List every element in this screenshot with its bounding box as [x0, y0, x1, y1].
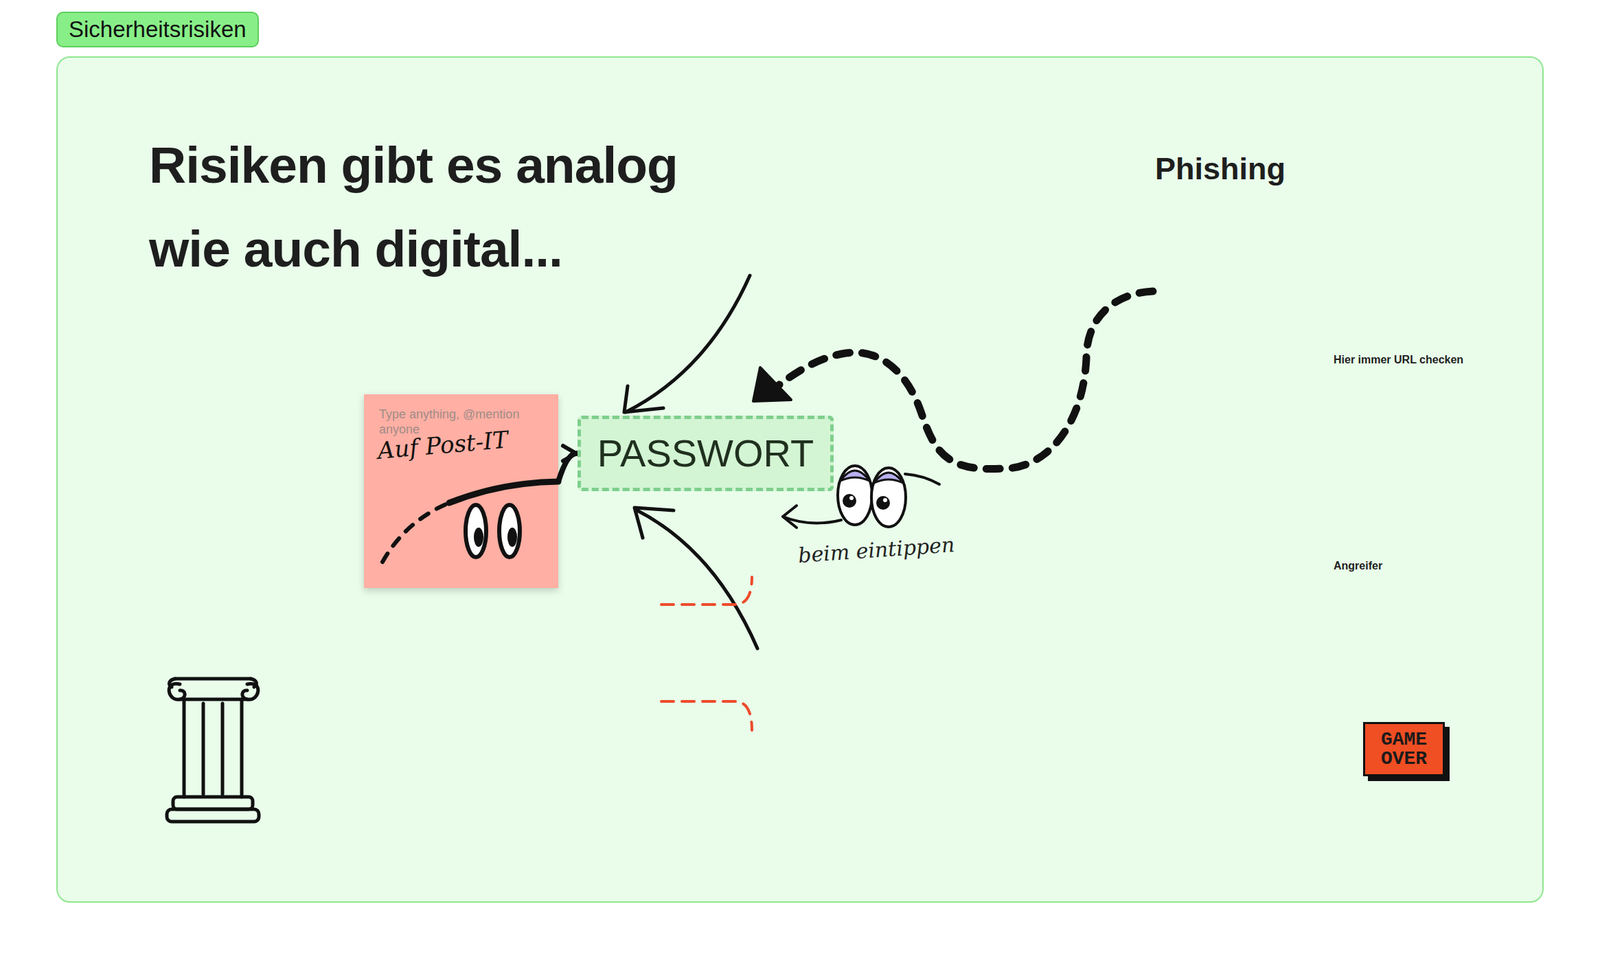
section-heading-holder: Phishing	[1155, 150, 1286, 188]
frame-ground	[56, 56, 1544, 902]
handwritten-label-holder: beim eintippen	[797, 537, 955, 563]
sticky-paper	[363, 394, 559, 588]
bottom-arrow	[634, 507, 758, 649]
note-text: Angreifer	[1333, 558, 1383, 573]
game-over-text: GAME OVER	[1375, 729, 1434, 769]
note-text: Hier immer URL checken	[1333, 352, 1464, 367]
section-heading: Phishing	[1155, 150, 1286, 188]
red-brackets	[661, 576, 752, 730]
handwritten-note-holder: Auf Post-IT	[377, 436, 509, 465]
title-holder: Risiken gibt es analog wie auch digital.…	[149, 122, 740, 291]
sticky-note: Type anything, @mention anyoneAuf Post-I…	[363, 394, 559, 588]
column-icon	[166, 678, 259, 822]
password-box: PASSWORT	[577, 415, 834, 491]
password-text: PASSWORT	[597, 431, 814, 476]
arrow-head	[563, 445, 577, 461]
note-text-holder: Angreifer	[1333, 558, 1383, 573]
frame-tag-holder: Sicherheitsrisiken	[56, 11, 259, 48]
game-over-sticker: GAME OVER	[1363, 721, 1445, 776]
handwritten-label: beim eintippen	[797, 532, 956, 568]
note-text-holder: Hier immer URL checken	[1333, 352, 1464, 367]
sticky-doodle	[382, 481, 559, 562]
slide-title: Risiken gibt es analog wie auch digital.…	[149, 122, 740, 291]
connector	[558, 445, 577, 482]
frame-tag: Sicherheitsrisiken	[56, 11, 259, 48]
top-arrow	[624, 275, 750, 413]
